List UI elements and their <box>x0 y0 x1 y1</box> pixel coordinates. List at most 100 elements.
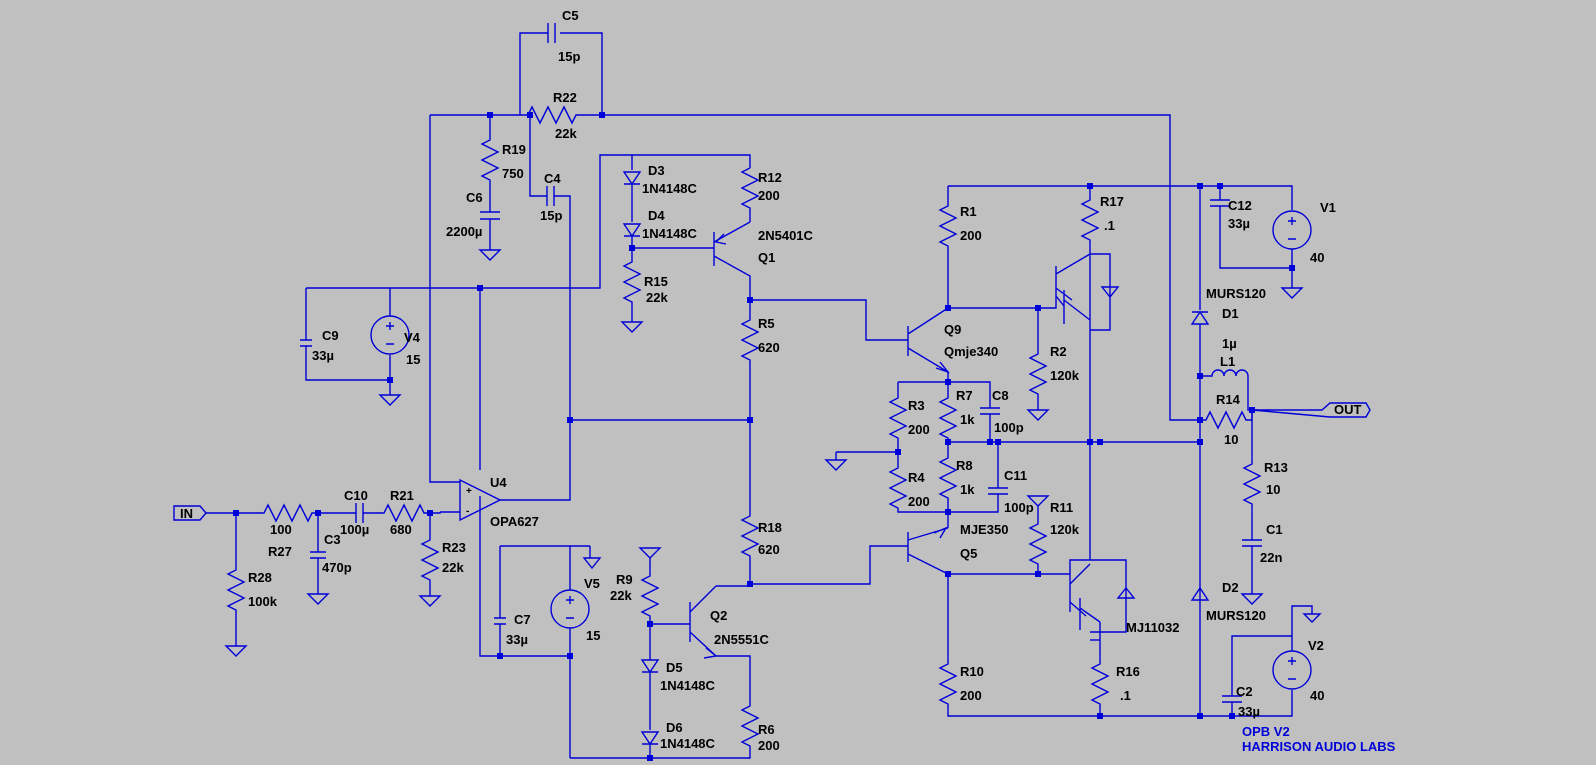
r3-ref: R3 <box>908 398 925 413</box>
r14-ref: R14 <box>1216 392 1241 407</box>
c5-ref: C5 <box>562 8 579 23</box>
note-title: OPB V2 <box>1242 724 1290 739</box>
capacitor-c4: C4 15p <box>529 115 571 420</box>
r7-value: 1k <box>960 412 975 427</box>
r22-value: 22k <box>555 126 577 141</box>
v2-ref: V2 <box>1308 638 1324 653</box>
c12-ref: C12 <box>1228 198 1252 213</box>
vas-network: R1 200 R2 120k Q9 Qmje340 R3 200 R7 1k C… <box>824 185 1200 717</box>
r6-ref: R6 <box>758 722 775 737</box>
q2-value: 2N5551C <box>714 632 770 647</box>
d4-ref: D4 <box>648 208 665 223</box>
supply-v4: V4 15 C9 33µ <box>300 154 632 470</box>
r15-value: 22k <box>646 290 668 305</box>
v4-ref: V4 <box>404 330 421 345</box>
r1-ref: R1 <box>960 204 977 219</box>
d4-value: 1N4148C <box>642 226 698 241</box>
c4-value: 15p <box>540 208 562 223</box>
c7-value: 33µ <box>506 632 528 647</box>
d2-ref: D2 <box>1222 580 1239 595</box>
d6-value: 1N4148C <box>660 736 716 751</box>
c8-ref: C8 <box>992 388 1009 403</box>
r28-value: 100k <box>248 594 278 609</box>
out-port[interactable]: OUT <box>1334 402 1362 417</box>
supply-v5: V5 15 C7 33µ <box>479 496 602 758</box>
v1-value: 40 <box>1310 250 1324 265</box>
q2-ref: Q2 <box>710 608 727 623</box>
resistor-r19: R19 750 <box>480 115 526 212</box>
r19-ref: R19 <box>502 142 526 157</box>
r10-ref: R10 <box>960 664 984 679</box>
d5-value: 1N4148C <box>660 678 716 693</box>
c4-ref: C4 <box>544 171 561 186</box>
r9-ref: R9 <box>616 572 633 587</box>
r11-value: 120k <box>1050 522 1080 537</box>
r27-ref: R27 <box>268 544 292 559</box>
d3-ref: D3 <box>648 163 665 178</box>
r4-value: 200 <box>908 494 930 509</box>
u4-value: OPA627 <box>490 514 539 529</box>
r14-value: 10 <box>1224 432 1238 447</box>
r12-value: 200 <box>758 188 780 203</box>
d1-value: MURS120 <box>1206 286 1266 301</box>
r23-ref: R23 <box>442 540 466 555</box>
c12-value: 33µ <box>1228 216 1250 231</box>
junction-dots <box>233 112 1295 761</box>
r3-value: 200 <box>908 422 930 437</box>
r13-value: 10 <box>1266 482 1280 497</box>
c11-value: 100p <box>1004 500 1034 515</box>
v5-ref: V5 <box>584 576 600 591</box>
u4-minus: - <box>466 506 469 517</box>
r11-ref: R11 <box>1050 500 1073 515</box>
c7-ref: C7 <box>514 612 531 627</box>
v1-ref: V1 <box>1320 200 1336 215</box>
in-port[interactable]: IN <box>180 506 193 521</box>
q9-ref: Q9 <box>944 322 961 337</box>
c11-ref: C11 <box>1004 468 1027 483</box>
c2-ref: C2 <box>1236 684 1253 699</box>
q1-value: 2N5401C <box>758 228 814 243</box>
v5-value: 15 <box>586 628 600 643</box>
r21-value: 680 <box>390 522 412 537</box>
u4-ref: U4 <box>490 475 507 490</box>
v4-value: 15 <box>406 352 420 367</box>
d6-ref: D6 <box>666 720 683 735</box>
resistor-r22: R22 22k <box>520 90 592 141</box>
c9-value: 33µ <box>312 348 334 363</box>
capacitor-c5: C5 15p <box>547 8 580 64</box>
q9-value: Qmje340 <box>944 344 998 359</box>
c9-ref: C9 <box>322 328 339 343</box>
c10-ref: C10 <box>344 488 368 503</box>
r18-value: 620 <box>758 542 780 557</box>
r19-value: 750 <box>502 166 524 181</box>
q5-ref: Q5 <box>960 546 977 561</box>
r22-ref: R22 <box>553 90 577 105</box>
c1-ref: C1 <box>1266 522 1283 537</box>
c8-value: 100p <box>994 420 1024 435</box>
r5-ref: R5 <box>758 316 775 331</box>
r10-value: 200 <box>960 688 982 703</box>
r13-ref: R13 <box>1264 460 1288 475</box>
d5-ref: D5 <box>666 660 683 675</box>
r2-value: 120k <box>1050 368 1080 383</box>
c5-value: 15p <box>558 49 580 64</box>
r2-ref: R2 <box>1050 344 1067 359</box>
r7-ref: R7 <box>956 388 973 403</box>
r23-value: 22k <box>442 560 464 575</box>
input-network: IN 100 R27 C10 100µ R21 680 C3 470p R23 … <box>173 488 466 657</box>
c2-value: 33µ <box>1238 704 1260 719</box>
c6-ref: C6 <box>466 190 483 205</box>
r28-ref: R28 <box>248 570 272 585</box>
u4-plus: + <box>466 486 472 497</box>
r17-value: .1 <box>1104 218 1115 233</box>
rails-output: C12 33µ V1 40 MURS120 D1 1µ L1 R14 10 OU… <box>1090 185 1371 719</box>
r1-value: 200 <box>960 228 982 243</box>
r27-value: 100 <box>270 522 292 537</box>
r8-ref: R8 <box>956 458 973 473</box>
l1-value: 1µ <box>1222 336 1237 351</box>
d1-ref: D1 <box>1222 306 1239 321</box>
r8-value: 1k <box>960 482 975 497</box>
r15-ref: R15 <box>644 274 668 289</box>
